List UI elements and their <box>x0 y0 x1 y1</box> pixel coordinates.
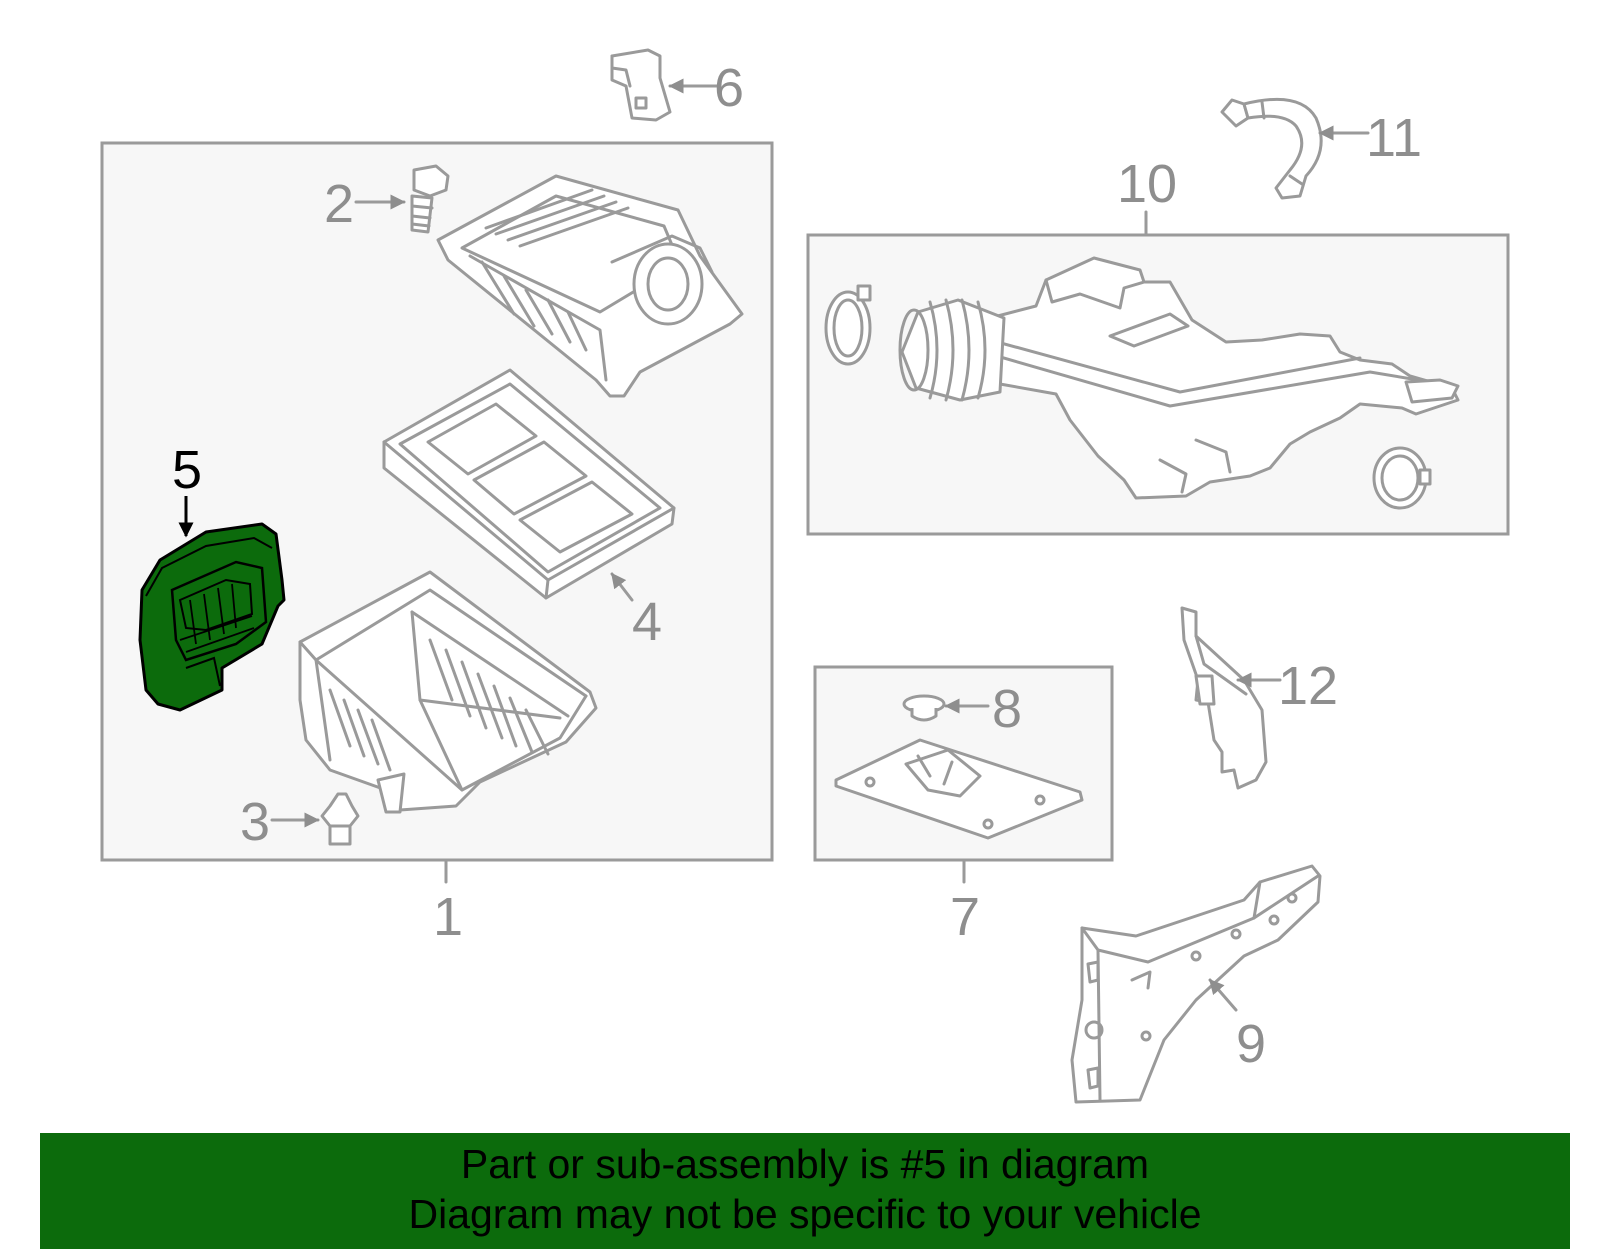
callout-8[interactable]: 8 <box>992 679 1022 739</box>
part-8-grommet[interactable] <box>902 694 946 722</box>
part-upper-housing[interactable] <box>436 174 744 398</box>
callout-7[interactable]: 7 <box>950 887 980 947</box>
info-banner: Part or sub-assembly is #5 in diagram Di… <box>40 1133 1570 1249</box>
callout-6[interactable]: 6 <box>714 58 744 118</box>
part-5-air-duct[interactable] <box>138 522 286 712</box>
callout-11[interactable]: 11 <box>1366 108 1422 168</box>
callout-5[interactable]: 5 <box>172 440 202 500</box>
callout-4[interactable]: 4 <box>632 592 662 652</box>
callout-10[interactable]: 10 <box>1117 154 1177 214</box>
part-intake-duct[interactable] <box>898 256 1460 500</box>
callout-3[interactable]: 3 <box>240 792 270 852</box>
callout-12[interactable]: 12 <box>1278 656 1338 716</box>
part-right-clamp[interactable] <box>1372 446 1432 510</box>
arrow-9 <box>1208 978 1238 1012</box>
part-9-support-bracket[interactable] <box>1070 864 1322 1104</box>
callout-1[interactable]: 1 <box>433 887 463 947</box>
part-6-sensor-clip[interactable] <box>610 48 672 122</box>
part-11-hose[interactable] <box>1220 97 1323 200</box>
callout-9[interactable]: 9 <box>1236 1014 1266 1074</box>
part-2-bolt[interactable] <box>410 164 450 234</box>
part-3-push-pin[interactable] <box>320 792 360 846</box>
banner-line-1: Part or sub-assembly is #5 in diagram <box>460 1141 1150 1187</box>
banner-line-2: Diagram may not be specific to your vehi… <box>408 1191 1202 1237</box>
part-left-clamp[interactable] <box>824 284 872 366</box>
part-4-air-filter[interactable] <box>382 368 676 600</box>
part-bracket-tray[interactable] <box>834 738 1084 840</box>
arrow-4 <box>610 572 634 602</box>
callout-2[interactable]: 2 <box>324 174 354 234</box>
part-lower-housing[interactable] <box>298 570 598 814</box>
part-12-bracket[interactable] <box>1180 606 1268 790</box>
